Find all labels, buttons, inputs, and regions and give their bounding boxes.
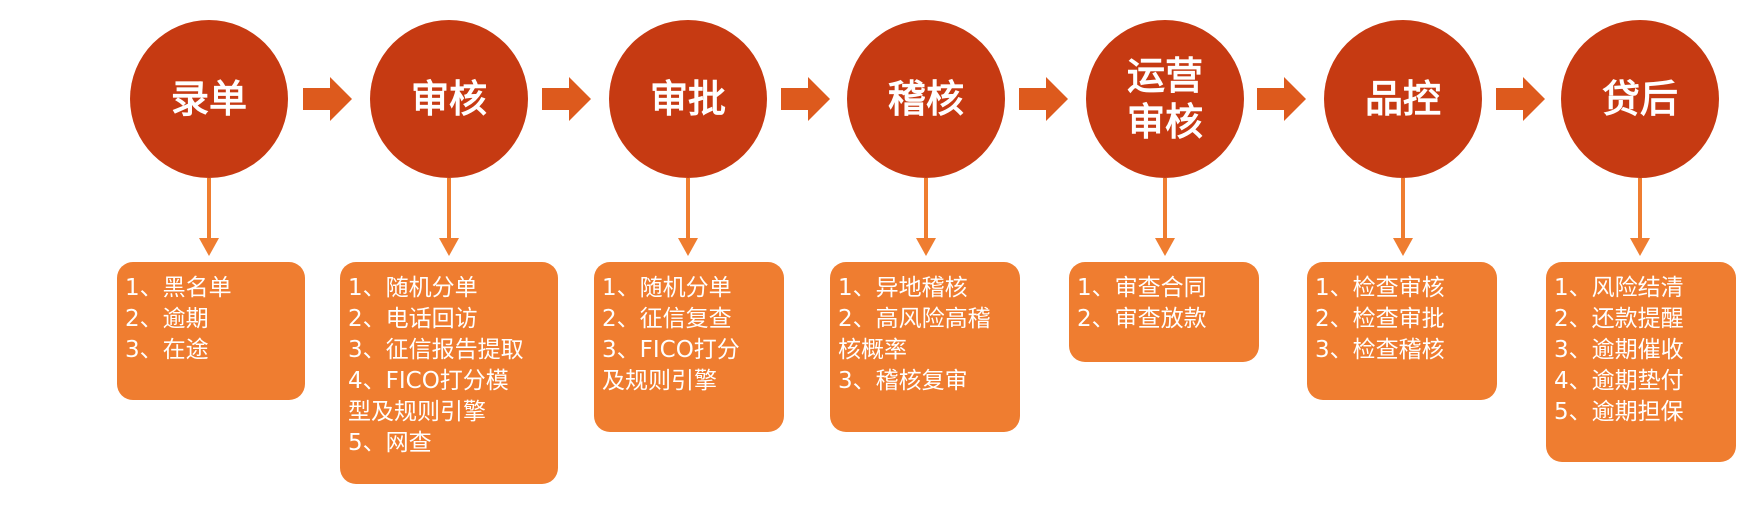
step-3-title: 审批 (609, 20, 767, 178)
down-arrow-icon (916, 238, 936, 256)
down-arrow-icon (678, 238, 698, 256)
step-4-title: 稽核 (847, 20, 1005, 178)
down-arrow-icon (1393, 238, 1413, 256)
right-arrow-icon (542, 77, 592, 122)
step-3: 审批 1、随机分单 2、征信复查 3、FICO打分 及规则引擎 (594, 0, 829, 525)
step-5-stem (1163, 178, 1167, 242)
step-4-details: 1、异地稽核 2、高风险高稽 核概率 3、稽核复审 (830, 262, 1020, 432)
step-7-title: 贷后 (1561, 20, 1719, 178)
step-4-stem (924, 178, 928, 242)
step-2: 审核 1、随机分单 2、电话回访 3、征信报告提取 4、FICO打分模 型及规则… (340, 0, 590, 525)
down-arrow-icon (1630, 238, 1650, 256)
step-7-stem (1638, 178, 1642, 242)
step-1-title: 录单 (130, 20, 288, 178)
step-6-stem (1401, 178, 1405, 242)
down-arrow-icon (1155, 238, 1175, 256)
right-arrow-icon (1019, 77, 1069, 122)
right-arrow-icon (1496, 77, 1546, 122)
step-3-stem (686, 178, 690, 242)
down-arrow-icon (439, 238, 459, 256)
step-5: 运营 审核 1、审查合同 2、审查放款 (1069, 0, 1306, 525)
step-3-details: 1、随机分单 2、征信复查 3、FICO打分 及规则引擎 (594, 262, 784, 432)
step-2-details: 1、随机分单 2、电话回访 3、征信报告提取 4、FICO打分模 型及规则引擎 … (340, 262, 558, 484)
step-7-details: 1、风险结清 2、还款提醒 3、逾期催收 4、逾期垫付 5、逾期担保 (1546, 262, 1736, 462)
step-4: 稽核 1、异地稽核 2、高风险高稽 核概率 3、稽核复审 (830, 0, 1067, 525)
step-2-title: 审核 (370, 20, 528, 178)
step-5-title: 运营 审核 (1086, 20, 1244, 178)
right-arrow-icon (1257, 77, 1307, 122)
down-arrow-icon (199, 238, 219, 256)
step-6-title: 品控 (1324, 20, 1482, 178)
right-arrow-icon (781, 77, 831, 122)
right-arrow-icon (303, 77, 353, 122)
step-7: 贷后 1、风险结清 2、还款提醒 3、逾期催收 4、逾期垫付 5、逾期担保 (1546, 0, 1740, 525)
step-6: 品控 1、检查审核 2、检查审批 3、检查稽核 (1307, 0, 1544, 525)
step-6-details: 1、检查审核 2、检查审批 3、检查稽核 (1307, 262, 1497, 400)
step-1-details: 1、黑名单 2、逾期 3、在途 (117, 262, 305, 400)
step-1-stem (207, 178, 211, 242)
step-2-stem (447, 178, 451, 242)
step-5-details: 1、审查合同 2、审查放款 (1069, 262, 1259, 362)
step-1: 录单 1、黑名单 2、逾期 3、在途 (117, 0, 350, 525)
